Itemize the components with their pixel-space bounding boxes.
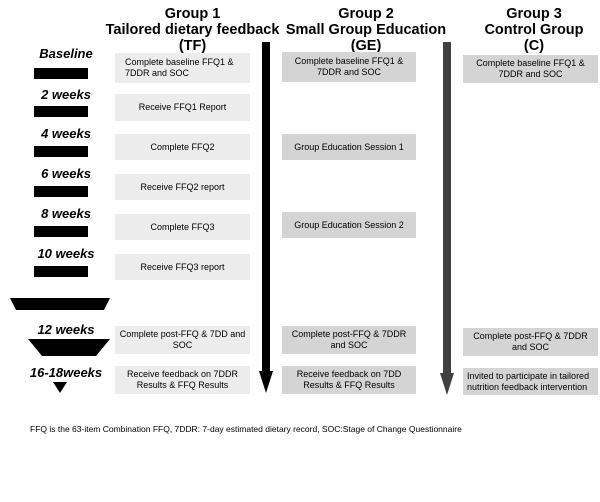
timepoint-4-weeks: 4 weeks xyxy=(41,126,91,141)
timepoint-bar-6-weeks xyxy=(34,186,88,197)
timepoint-bar-8-weeks xyxy=(34,226,88,237)
timepoint-bar-2-weeks xyxy=(34,106,88,117)
group-1-abbr: (TF) xyxy=(178,38,207,54)
g1-box-8-weeks: Complete FFQ3 xyxy=(115,214,250,240)
g3-box-16-18-weeks: Invited to participate in tailored nutri… xyxy=(463,368,598,395)
group-2-number: Group 2 xyxy=(338,6,394,22)
group-2-name: Small Group Education xyxy=(285,22,447,38)
timepoint-10-weeks: 10 weeks xyxy=(37,246,95,261)
group-3-header: Group 3 Control Group (C) xyxy=(470,6,598,54)
timepoint-16-18-weeks: 16-18weeks xyxy=(29,365,103,380)
g1-box-baseline: Complete baseline FFQ1 & 7DDR and SOC xyxy=(115,53,250,83)
group-3-abbr: (C) xyxy=(523,38,545,54)
g2-box-16-18-weeks: Receive feedback on 7DD Results & FFQ Re… xyxy=(282,366,416,394)
g1-box-10-weeks: Receive FFQ3 report xyxy=(115,254,250,280)
timepoint-6-weeks: 6 weeks xyxy=(41,166,91,181)
group-1-name: Tailored dietary feedback xyxy=(105,22,280,38)
group-2-timeline-arrow-shaft xyxy=(443,42,451,374)
g3-box-12-weeks: Complete post-FFQ & 7DDR and SOC xyxy=(463,328,598,356)
group-3-name: Control Group xyxy=(484,22,584,38)
g3-box-baseline: Complete baseline FFQ1 & 7DDR and SOC xyxy=(463,55,598,83)
timepoint-bar-baseline xyxy=(34,68,88,79)
group-1-number: Group 1 xyxy=(164,6,221,22)
down-triangle-icon xyxy=(53,382,67,393)
timepoint-bar-4-weeks xyxy=(34,146,88,157)
g1-box-16-18-weeks: Receive feedback on 7DDR Results & FFQ R… xyxy=(115,366,250,394)
g1-box-2-weeks: Receive FFQ1 Report xyxy=(115,94,250,121)
g2-box-4-weeks: Group Education Session 1 xyxy=(282,134,416,160)
funnel-shape xyxy=(28,339,110,356)
group-1-timeline-arrow-shaft xyxy=(262,42,270,372)
g1-box-12-weeks: Complete post-FFQ & 7DD and SOC xyxy=(115,326,250,354)
separator-trapezoid xyxy=(10,298,110,310)
group-1-timeline-arrowhead xyxy=(259,371,273,393)
group-2-timeline-arrowhead xyxy=(440,373,454,395)
timepoint-bar-10-weeks xyxy=(34,266,88,277)
timepoint-8-weeks: 8 weeks xyxy=(41,206,91,221)
group-2-abbr: (GE) xyxy=(350,38,382,54)
g1-box-4-weeks: Complete FFQ2 xyxy=(115,134,250,160)
g2-box-8-weeks: Group Education Session 2 xyxy=(282,212,416,238)
timepoint-12-weeks: 12 weeks xyxy=(37,322,95,337)
group-3-number: Group 3 xyxy=(506,6,562,22)
g1-box-6-weeks: Receive FFQ2 report xyxy=(115,174,250,200)
g2-box-12-weeks: Complete post-FFQ & 7DDR and SOC xyxy=(282,326,416,354)
footnote: FFQ is the 63-item Combination FFQ, 7DDR… xyxy=(30,424,462,434)
g2-box-baseline: Complete baseline FFQ1 & 7DDR and SOC xyxy=(282,52,416,82)
timepoint-baseline: Baseline xyxy=(39,46,93,61)
timepoint-2-weeks: 2 weeks xyxy=(41,87,91,102)
group-2-header: Group 2 Small Group Education (GE) xyxy=(284,6,448,54)
group-1-header: Group 1 Tailored dietary feedback (TF) xyxy=(105,6,280,54)
